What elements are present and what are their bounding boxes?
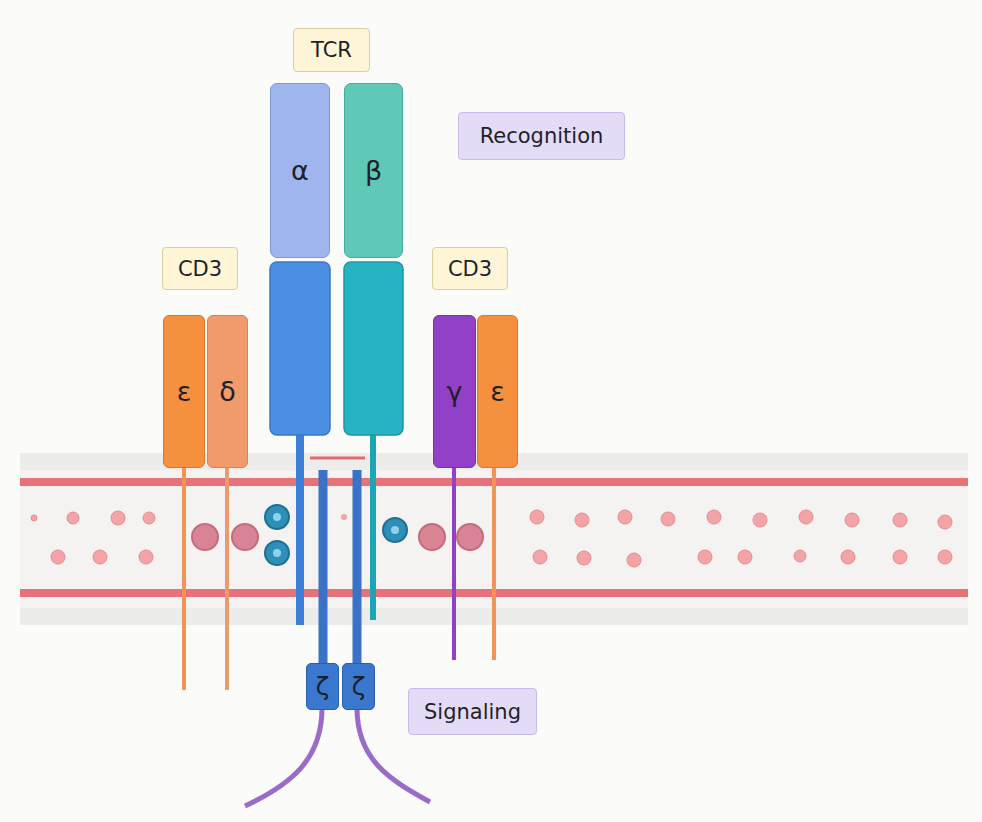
node-text: ε	[177, 376, 192, 407]
chain-box: ε	[163, 315, 205, 468]
chain-box: α	[270, 83, 330, 258]
chain-box: β	[344, 83, 403, 258]
label-box: TCR	[293, 28, 370, 72]
chain-box: ζ	[342, 663, 375, 710]
node-text: CD3	[178, 257, 222, 281]
label-box: Recognition	[458, 112, 625, 160]
label-box: CD3	[162, 247, 238, 290]
label-box: Signaling	[408, 688, 537, 735]
alpha-constant-domain	[270, 262, 330, 435]
node-text: ζ	[316, 672, 330, 701]
node-text: β	[365, 155, 382, 186]
node-text: ε	[490, 376, 505, 407]
node-text: γ	[447, 376, 463, 407]
node-text: TCR	[311, 38, 352, 62]
node-text: δ	[219, 376, 236, 407]
node-text: ζ	[352, 672, 366, 701]
chain-box: γ	[433, 315, 476, 468]
chain-box: ε	[477, 315, 518, 468]
transmembrane-stems	[184, 432, 494, 806]
chain-box: ζ	[306, 663, 339, 710]
membrane-spheres	[192, 505, 483, 565]
node-text: Recognition	[480, 124, 604, 148]
node-text: α	[291, 155, 309, 186]
label-box: CD3	[432, 247, 508, 290]
chain-box: δ	[207, 315, 248, 468]
lipid-dots	[31, 510, 952, 567]
beta-constant-domain	[344, 262, 403, 435]
node-text: CD3	[448, 257, 492, 281]
node-text: Signaling	[424, 700, 521, 724]
